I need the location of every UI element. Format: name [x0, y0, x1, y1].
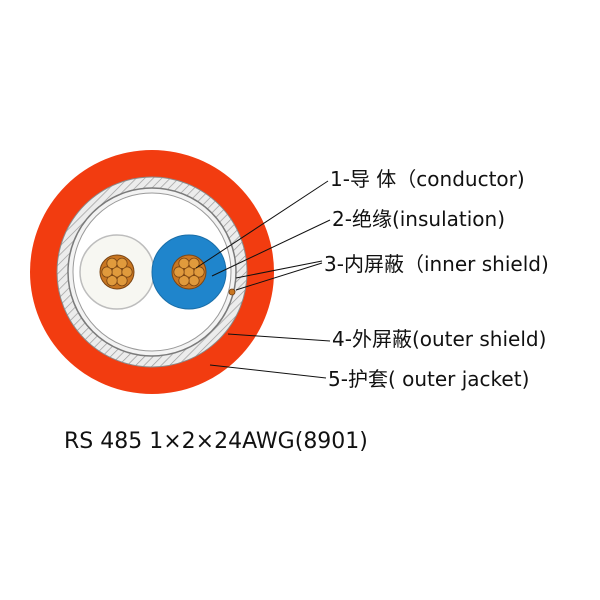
conductor-strand	[173, 266, 185, 278]
leader-inner-shield-b	[235, 262, 323, 291]
conductor-strand	[193, 266, 205, 278]
conductor-strand	[116, 257, 128, 269]
conductor-left	[99, 254, 135, 290]
conductor-strand	[106, 275, 118, 287]
conductor-strand	[188, 275, 200, 287]
conductor-strand	[121, 266, 133, 278]
label-outer-shield: 4-外屏蔽(outer shield)	[332, 327, 546, 351]
label-outer-jacket: 5-护套( outer jacket)	[328, 367, 529, 391]
leader-inner-shield-a	[235, 260, 323, 279]
conductor-strand	[188, 257, 200, 269]
leader-outer-shield	[227, 333, 331, 342]
leader-outer-jacket	[209, 364, 327, 379]
conductor-strand	[101, 266, 113, 278]
label-insulation: 2-绝缘(insulation)	[332, 207, 505, 231]
leader-conductor	[195, 180, 329, 269]
conductor-strand	[178, 257, 190, 269]
cable-model-caption: RS 485 1×2×24AWG(8901)	[64, 429, 368, 454]
leader-lines	[195, 180, 331, 379]
conductor-strand	[116, 275, 128, 287]
conductor-strand	[106, 257, 118, 269]
drain-wire-dot	[228, 288, 236, 296]
leader-insulation	[211, 219, 331, 277]
label-conductor: 1-导 体（conductor)	[330, 167, 525, 191]
conductor-right	[171, 254, 207, 290]
conductor-strand	[178, 275, 190, 287]
label-inner-shield: 3-内屏蔽（inner shield)	[324, 252, 549, 276]
